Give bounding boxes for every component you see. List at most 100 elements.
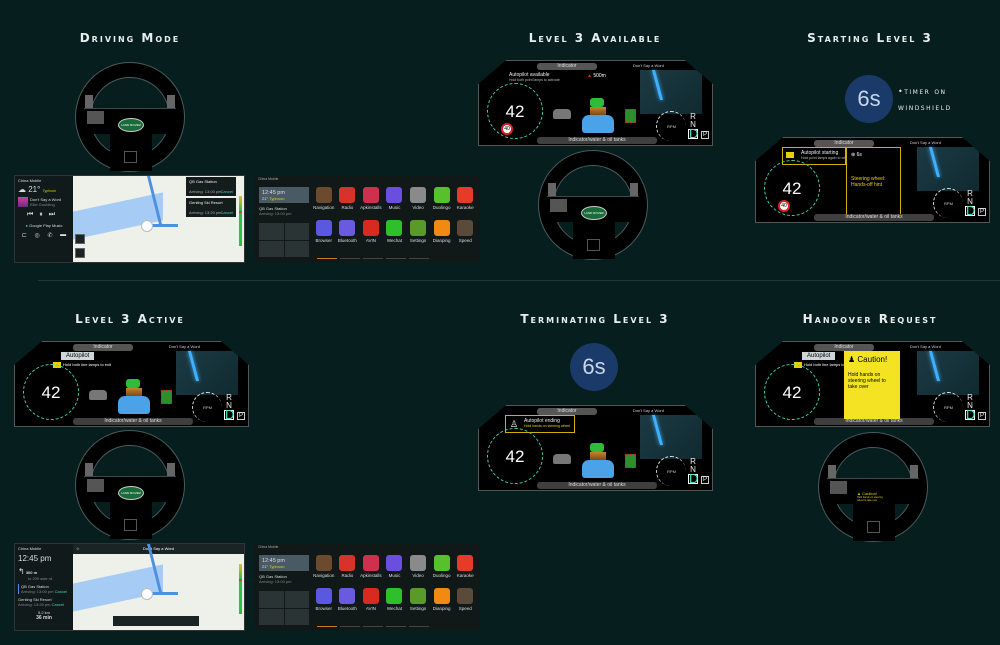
app-radio[interactable]: Radio [336, 555, 360, 578]
page-indicator[interactable] [317, 258, 429, 259]
compass-button[interactable] [75, 248, 85, 258]
app-apkinstalls[interactable]: Apkinstalls [359, 555, 383, 578]
cancel-button[interactable]: Cancel [220, 189, 233, 194]
status-bar: Indicator/water & oil tanks [537, 482, 657, 489]
app-browser[interactable]: Browser [312, 588, 336, 611]
app-avin[interactable]: AVIN [359, 588, 383, 611]
section-divider [38, 280, 1000, 281]
clock: 12:45 pm [262, 558, 285, 564]
app-karaoke[interactable]: Karaoke [453, 187, 477, 210]
page-indicator[interactable] [317, 626, 429, 627]
cluster-starting-level3: Indicator Don't Say a Word Autopilot sta… [755, 137, 990, 223]
app-music[interactable]: Music [383, 187, 407, 210]
steering-wheel-icon: ⊛ [851, 152, 856, 158]
compass-icon[interactable]: ◎ [34, 233, 40, 239]
destination[interactable]: QB Gas Station [259, 574, 287, 579]
autopilot-badge: Autopilot [802, 352, 836, 360]
cluster-terminating-level3: Indicator Don't Say a Word ♙ Autopilot e… [478, 405, 713, 491]
app-avin[interactable]: AVIN [359, 220, 383, 243]
wheel-caution-message: ▲ Caution!Hold hands on steering wheel t… [857, 491, 883, 502]
speedometer: 42 [764, 160, 820, 216]
tachometer: RPM [656, 456, 686, 486]
profile-button[interactable] [259, 591, 284, 608]
apps-grid-button[interactable] [284, 223, 309, 240]
indicator-bar: Indicator [814, 140, 874, 147]
settings-button[interactable] [284, 608, 309, 625]
destination[interactable]: QB Gas Station [259, 206, 287, 211]
app-video[interactable]: Video [406, 187, 430, 210]
countdown-timer: 6s [570, 343, 618, 391]
park-indicator: P [700, 476, 709, 484]
app-wechat[interactable]: Wechat [383, 588, 407, 611]
speed-limit-sign: 40 [778, 200, 790, 212]
quick-actions [259, 223, 309, 257]
caution-alert: ♟ Caution! Hold hands on steering wheel … [844, 351, 900, 419]
status-bar: Indicator/water & oil tanks [73, 418, 193, 425]
app-duolingo[interactable]: Duolingo [430, 187, 454, 210]
status-bar: Indicator/water & oil tanks [814, 418, 934, 425]
map-search-bar[interactable]: ☆Don't Say a Word [73, 544, 244, 554]
profile-button[interactable] [259, 223, 284, 240]
apps-grid-button[interactable] [284, 591, 309, 608]
app-dianping[interactable]: Dianping [430, 588, 454, 611]
app-bluetooth[interactable]: Bluetooth [336, 220, 360, 243]
indicator-bar: Indicator [537, 408, 597, 415]
music-source[interactable]: ● Google Play Music [25, 223, 63, 228]
cluster-map [917, 351, 979, 395]
car-icon[interactable]: ▬ [60, 232, 67, 238]
app-karaoke[interactable]: Karaoke [453, 555, 477, 578]
app-dianping[interactable]: Dianping [430, 220, 454, 243]
title-terminating-level3: Terminating Level 3 [520, 312, 670, 326]
park-indicator: P [700, 131, 709, 139]
app-wechat[interactable]: Wechat [383, 220, 407, 243]
app-speed[interactable]: Speed [453, 220, 477, 243]
ego-car-icon [582, 115, 614, 133]
app-apkinstalls[interactable]: Apkinstalls [359, 187, 383, 210]
app-bluetooth[interactable]: Bluetooth [336, 588, 360, 611]
app-radio[interactable]: Radio [336, 187, 360, 210]
media-label: Don't Say a Word [168, 344, 200, 349]
previous-track-icon[interactable]: ⏮ [26, 211, 40, 218]
app-duolingo[interactable]: Duolingo [430, 555, 454, 578]
map-view[interactable]: ☆Don't Say a Word [73, 544, 244, 630]
app-video[interactable]: Video [406, 555, 430, 578]
phone-button[interactable] [259, 240, 284, 257]
seat-icon[interactable]: ⊏ [21, 233, 27, 239]
steering-wheel: LAND ROVER [538, 150, 648, 260]
cluster-map [640, 415, 702, 459]
media-label: Don't Say a Word [632, 408, 664, 413]
app-navigation[interactable]: Navigation [312, 555, 336, 578]
cancel-button[interactable]: Cancel [220, 210, 233, 215]
cluster-map [917, 147, 979, 191]
app-settings[interactable]: Settings [406, 220, 430, 243]
location-marker-icon [141, 220, 153, 232]
map-toolbar[interactable] [113, 616, 199, 626]
map-layer-button[interactable] [75, 234, 85, 244]
cluster-handover-request: Indicator Don't Say a Word Autopilot Hol… [755, 341, 990, 427]
cluster-level3-active: Indicator Don't Say a Word Autopilot Hol… [14, 341, 249, 427]
cluster-map [640, 70, 702, 114]
park-indicator: P [977, 412, 986, 420]
carrier-status: China Mobile [18, 546, 42, 551]
settings-button[interactable] [284, 240, 309, 257]
next-track-icon[interactable]: ⏭ [48, 211, 62, 218]
app-speed[interactable]: Speed [453, 588, 477, 611]
land-rover-logo: LAND ROVER [118, 118, 144, 132]
location-marker-icon [141, 588, 153, 600]
app-music[interactable]: Music [383, 555, 407, 578]
app-navigation[interactable]: Navigation [312, 187, 336, 210]
app-settings[interactable]: Settings [406, 588, 430, 611]
pause-icon[interactable]: ⏸ [39, 211, 49, 218]
media-label: Don't Say a Word [909, 344, 941, 349]
app-browser[interactable]: Browser [312, 220, 336, 243]
phone-button[interactable] [259, 608, 284, 625]
phone-icon[interactable]: ✆ [47, 233, 53, 239]
star-icon[interactable]: ☆ [76, 546, 80, 551]
